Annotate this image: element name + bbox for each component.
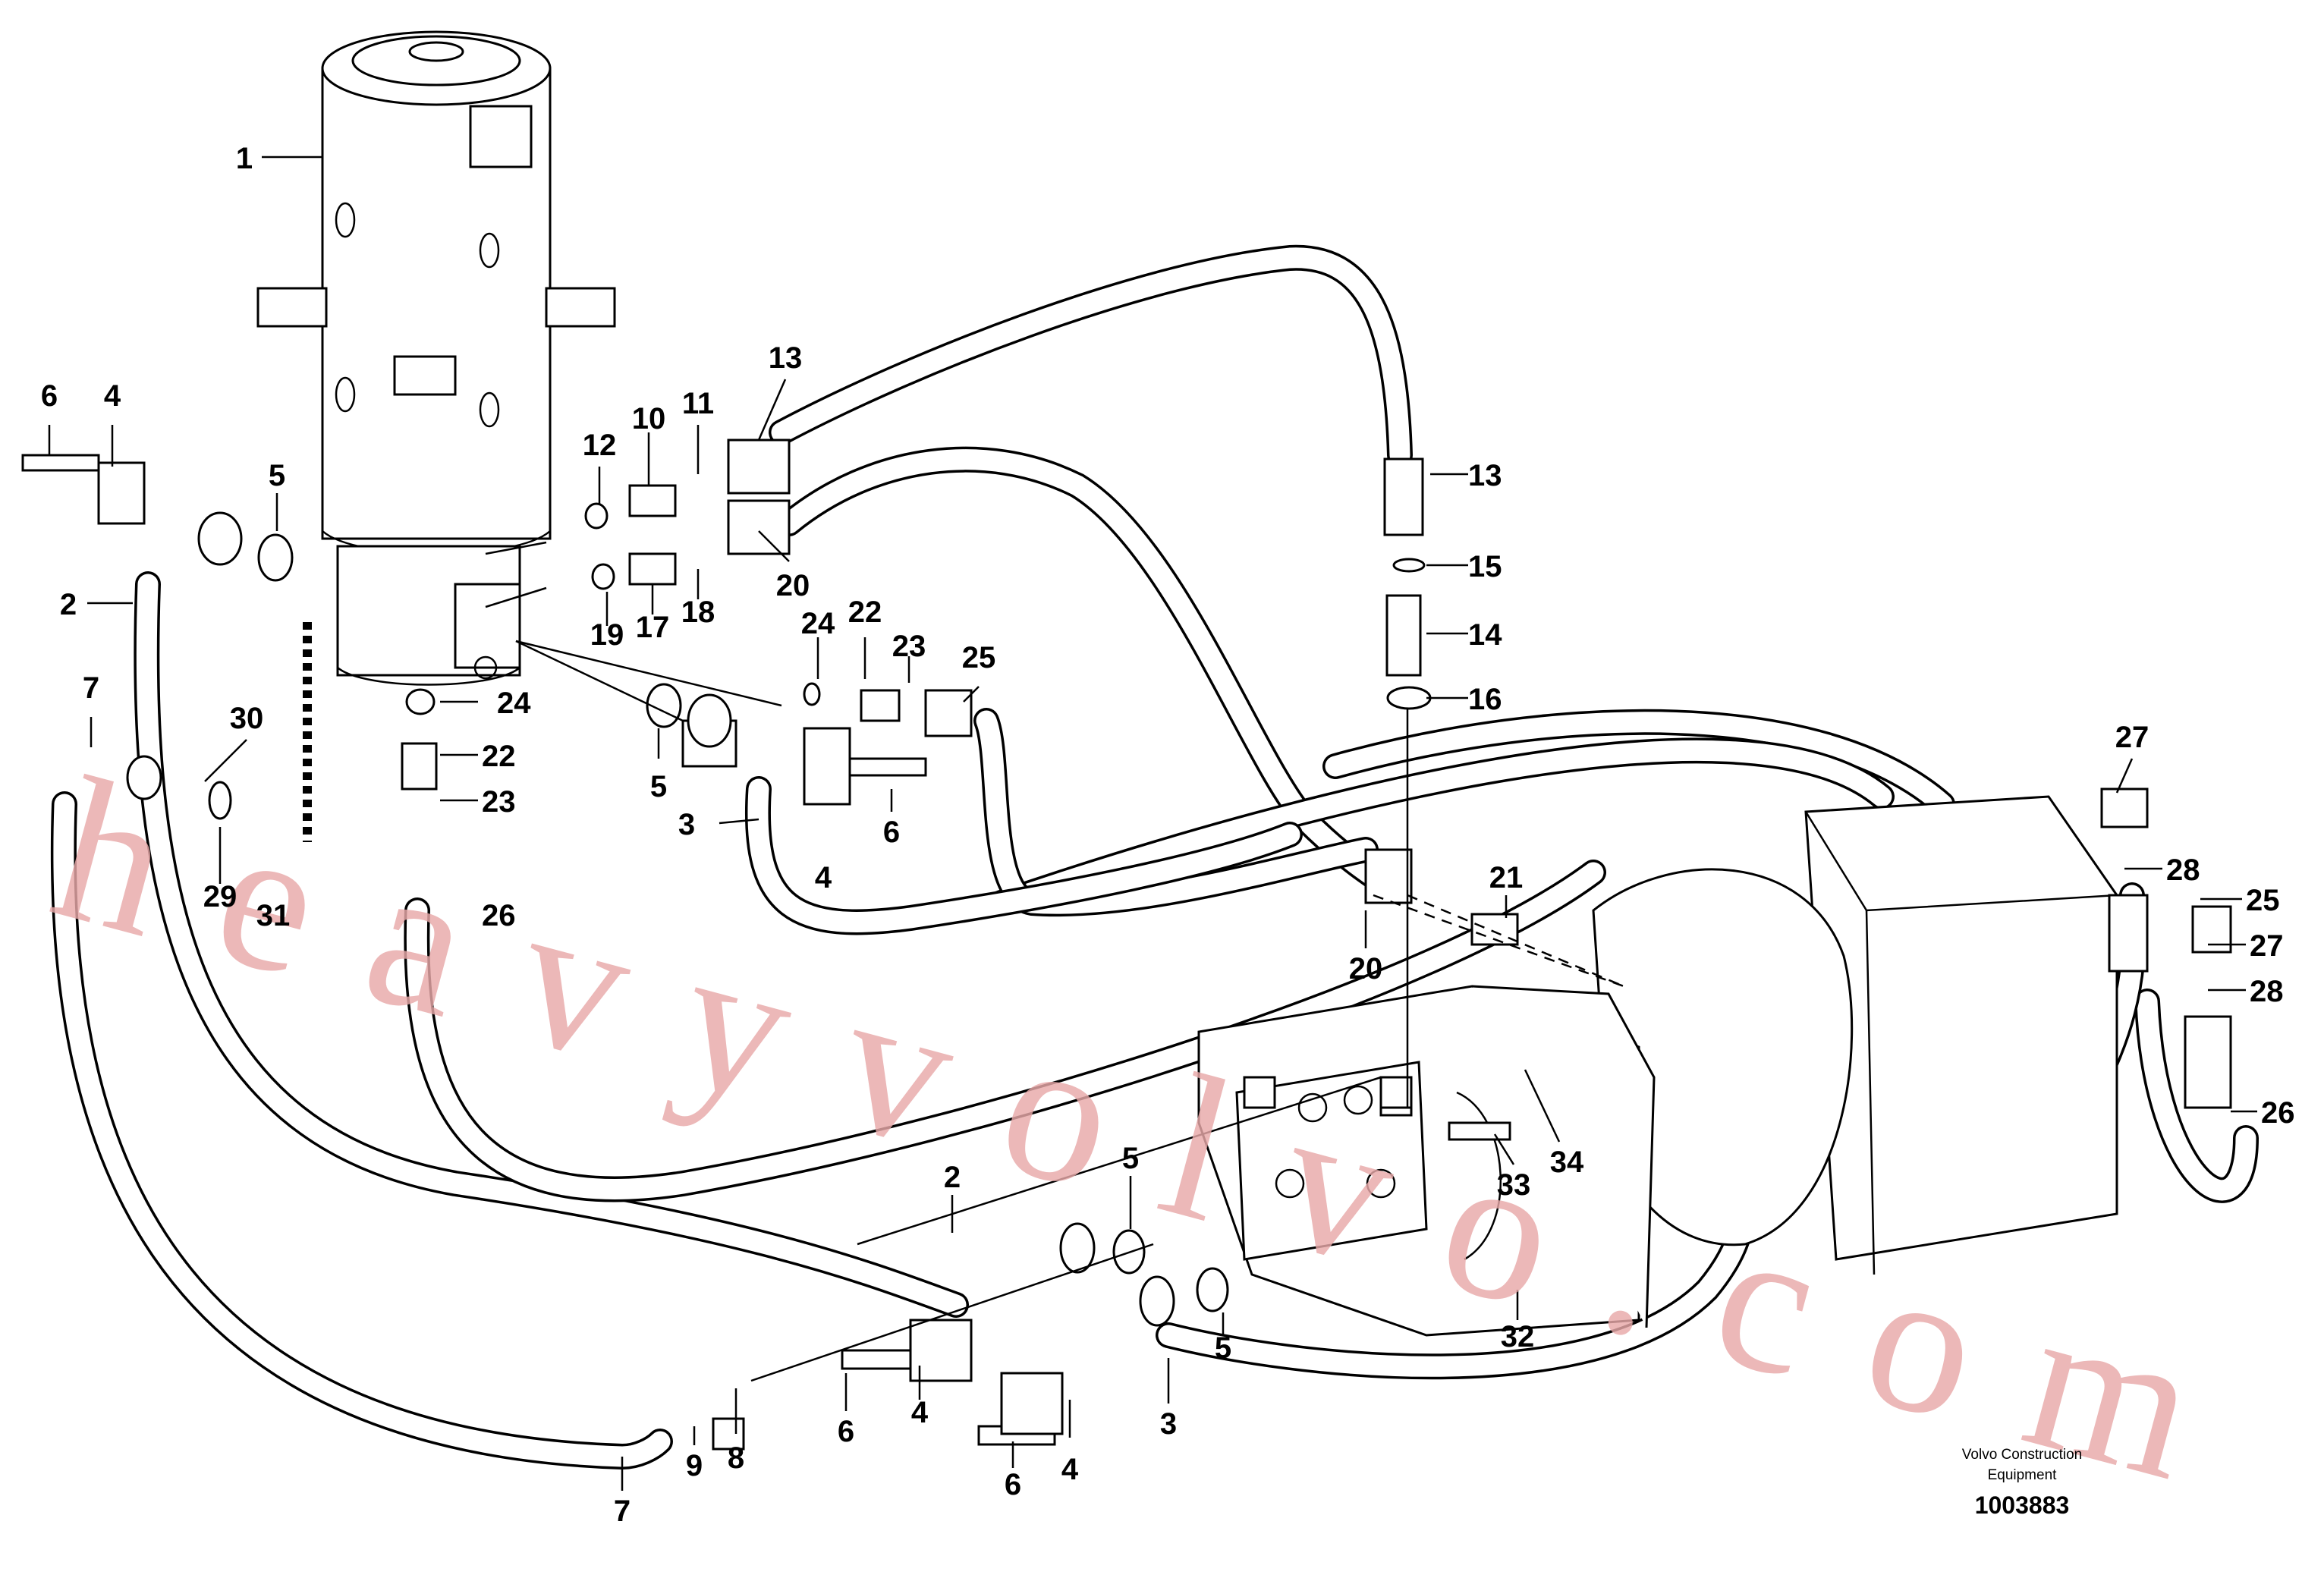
callout-14: 14: [1468, 618, 1502, 652]
callout-18: 18: [681, 596, 715, 629]
callout-25: 25: [2246, 884, 2280, 917]
publisher-credit: Volvo Construction Equipment 1003883: [1962, 1447, 2082, 1519]
callout-1: 1: [236, 142, 253, 175]
callout-11: 11: [682, 387, 714, 420]
callout-7: 7: [83, 671, 99, 705]
callout-2: 2: [944, 1161, 961, 1194]
callout-labels: 1 6 4 5 2 7 30 29 31 12 10 11 13 20 19 1…: [41, 142, 2295, 1528]
callout-24: 24: [497, 687, 531, 720]
callout-32: 32: [1501, 1320, 1535, 1353]
callout-9: 9: [686, 1449, 703, 1482]
callout-23: 23: [482, 785, 516, 819]
callout-5: 5: [650, 770, 667, 803]
rotary-joint: [256, 30, 616, 686]
callout-6: 6: [838, 1415, 854, 1448]
callout-3: 3: [678, 808, 695, 841]
leader-lines: [48, 156, 2257, 1491]
callout-26: 26: [482, 899, 516, 932]
callout-4: 4: [815, 861, 832, 894]
callout-17: 17: [636, 611, 670, 644]
callout-26: 26: [2261, 1096, 2295, 1130]
callout-34: 34: [1550, 1146, 1584, 1179]
document-number: 1003883: [1975, 1492, 2070, 1519]
callout-4: 4: [1061, 1453, 1079, 1486]
callout-5: 5: [269, 459, 285, 492]
callout-28: 28: [2250, 975, 2284, 1008]
callout-29: 29: [203, 880, 237, 913]
callout-19: 19: [590, 618, 624, 652]
callout-20: 20: [1349, 952, 1383, 985]
callout-6: 6: [41, 379, 58, 413]
callout-25: 25: [962, 641, 996, 674]
fittings: [21, 439, 2232, 1451]
callout-23: 23: [892, 630, 926, 663]
callout-31: 31: [256, 899, 291, 932]
callout-5: 5: [1215, 1331, 1231, 1365]
travel-motor: [1197, 795, 2118, 1337]
callout-24: 24: [801, 607, 835, 640]
callout-15: 15: [1468, 550, 1502, 583]
callout-12: 12: [583, 429, 617, 462]
callout-30: 30: [230, 702, 264, 735]
callout-27: 27: [2115, 721, 2149, 754]
callout-22: 22: [848, 596, 882, 629]
callout-20: 20: [776, 569, 810, 602]
credit-line-2: Equipment: [1988, 1467, 2058, 1483]
callout-13: 13: [1468, 459, 1502, 492]
callout-2: 2: [60, 588, 77, 621]
callout-3: 3: [1160, 1407, 1177, 1441]
callout-4: 4: [104, 379, 121, 413]
callout-7: 7: [614, 1495, 631, 1528]
credit-line-1: Volvo Construction: [1962, 1447, 2082, 1463]
callout-27: 27: [2250, 929, 2284, 963]
callout-22: 22: [482, 740, 516, 773]
callout-6: 6: [883, 816, 900, 849]
callout-21: 21: [1489, 861, 1524, 894]
callout-8: 8: [728, 1441, 744, 1475]
callout-4: 4: [911, 1396, 929, 1429]
callout-16: 16: [1468, 683, 1502, 716]
callout-5: 5: [1122, 1142, 1139, 1175]
callout-13: 13: [769, 341, 803, 375]
callout-6: 6: [1005, 1468, 1021, 1501]
callout-28: 28: [2166, 853, 2200, 887]
callout-10: 10: [632, 402, 666, 435]
callout-33: 33: [1497, 1168, 1531, 1202]
